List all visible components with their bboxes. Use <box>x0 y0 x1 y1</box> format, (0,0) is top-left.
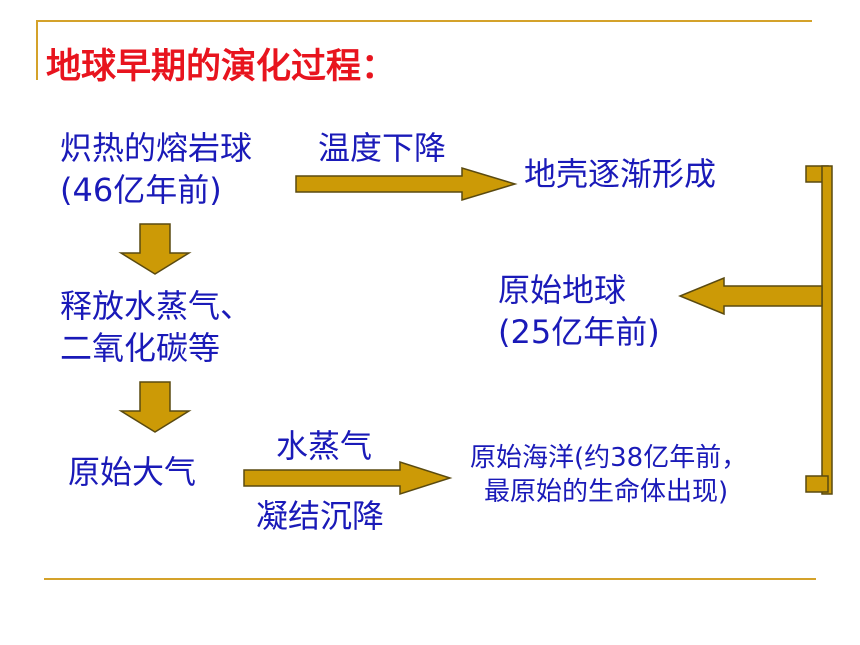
top-rule <box>36 20 812 22</box>
node-lava-ball-line2: (46亿年前) <box>60 170 222 209</box>
node-atmosphere: 原始大气 <box>68 453 197 491</box>
node-ocean-line1: 原始海洋(约38亿年前， <box>470 443 748 473</box>
node-release: 释放水蒸气、 二氧化碳等 <box>60 286 252 369</box>
arrow-release-to-atmosphere <box>118 381 192 433</box>
node-ocean: 原始海洋(约38亿年前， 最原始的生命体出现) <box>470 442 747 510</box>
node-release-line2: 二氧化碳等 <box>60 328 221 367</box>
slide-title: 地球早期的演化过程： <box>46 47 397 87</box>
connector-bracket-bottom <box>805 475 829 493</box>
arrow-atmosphere-to-ocean <box>243 460 453 496</box>
bottom-rule <box>44 578 816 580</box>
node-release-line1: 释放水蒸气、 <box>60 287 253 325</box>
arrow-lava-to-crust <box>295 166 518 202</box>
node-ocean-line2: 最原始的生命体出现) <box>484 476 729 507</box>
connector-bracket-vertical <box>821 165 833 495</box>
left-rule <box>36 20 38 80</box>
node-primitive-earth: 原始地球 (25亿年前) <box>498 270 660 353</box>
label-water-vapor: 水蒸气 <box>276 427 373 465</box>
node-lava-ball-line1: 炽热的熔岩球 <box>60 129 253 167</box>
label-temperature-drop: 温度下降 <box>318 129 447 167</box>
node-primitive-earth-line1: 原始地球 <box>498 271 627 309</box>
arrow-lava-to-release <box>118 223 192 275</box>
node-primitive-earth-line2: (25亿年前) <box>498 312 660 351</box>
node-crust: 地壳逐渐形成 <box>524 155 717 193</box>
arrow-to-primitive-earth <box>678 276 823 316</box>
node-lava-ball: 炽热的熔岩球 (46亿年前) <box>60 128 252 211</box>
label-condensation: 凝结沉降 <box>256 497 385 535</box>
